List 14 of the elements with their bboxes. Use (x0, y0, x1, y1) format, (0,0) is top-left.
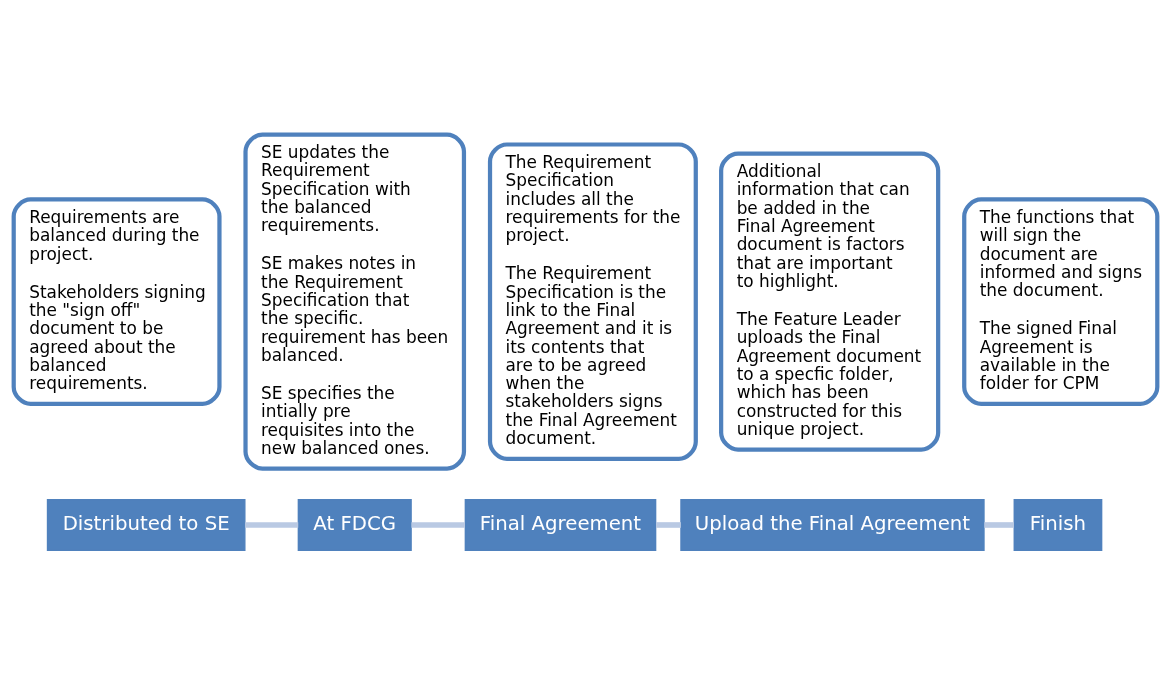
node-box: The Requirement Specification includes all the requirements for the project. The Requirement Specification is the link to the Final Agreement and it is its contents that are to be agreed when the stakeholders signs the Final Agreement document. (487, 142, 698, 461)
connector (411, 522, 465, 528)
connector (656, 522, 681, 528)
node-box: SE updates the Requirement Specification with the balanced requirements. SE makes notes in the Requirement Specification that the specific. requirement has been balanced. SE specifies the intially pre requisites into the new balanced ones. (243, 132, 467, 471)
node-box: Final Agreement (464, 498, 657, 552)
node-box: Finish (1013, 498, 1103, 552)
node-box: The functions that will sign the document are informed and signs the document. The signed Final Agreement is available in the folder for CPM (962, 197, 1160, 406)
connector (245, 522, 299, 528)
node-box: Additional information that can be added in the Final Agreement document is factors that are important to highlight. The Feature Leader uploads the Final Agreement document to a specfic folder, which has been constructed for this unique project. (719, 151, 941, 452)
node-box: Requirements are balanced during the project. Stakeholders signing the "sign off" document to be agreed about the balanced requirements. (11, 197, 222, 406)
connector (984, 522, 1014, 528)
node-box: At FDCG (297, 498, 412, 552)
node-box: Upload the Final Agreement (680, 498, 985, 552)
node-box: Distributed to SE (46, 498, 246, 552)
